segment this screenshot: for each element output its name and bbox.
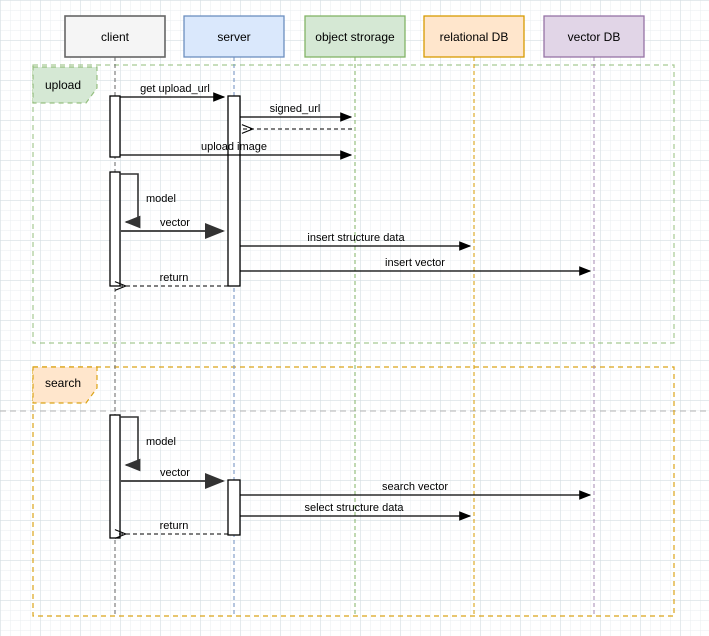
actor-relational-db-box[interactable] [423,15,525,58]
frame-label-search-shape[interactable] [32,366,98,404]
actor-vector-db-label: vector DB [568,30,621,44]
msg-vector-label-upload: vector [160,217,190,229]
frame-label-upload-shape[interactable] [32,66,98,104]
actor-server-box[interactable] [183,15,285,58]
msg-select-structure-data-label: select structure data [304,502,404,514]
msg-return-label-upload: return [160,272,189,284]
actor-client-label: client [101,30,130,44]
actor-object-storage-label: object strorage [315,30,395,44]
actor-vector-db-box[interactable] [543,15,645,58]
msg-insert-structure-data-label: insert structure data [307,232,405,244]
msg-insert-vector-label: insert vector [385,257,445,269]
frame-upload[interactable] [32,64,675,344]
frame-search[interactable] [32,366,675,617]
msg-model-label-upload: model [146,193,176,205]
actor-object-storage[interactable]: object strorage [304,15,406,58]
actor-server-label: server [217,30,250,44]
msg-signed-url-label: signed_url [270,103,321,115]
msg-upload-image-label: upload image [201,141,267,153]
frame-label-search-text: search [45,376,81,390]
actor-server[interactable]: server [183,15,285,58]
activation-server-search[interactable] [227,479,241,536]
frame-label-upload-text: upload [45,78,81,92]
activation-server-upload[interactable] [227,95,241,287]
actor-vector-db[interactable]: vector DB [543,15,645,58]
msg-model-self-loop-search[interactable] [120,416,141,472]
msg-return-label-search: return [160,520,189,532]
actor-client-box[interactable] [64,15,166,58]
msg-get-upload-url-label: get upload_url [140,83,210,95]
actor-relational-db-label: relational DB [440,30,509,44]
actor-relational-db[interactable]: relational DB [423,15,525,58]
actor-client[interactable]: client [64,15,166,58]
msg-model-self-loop-upload[interactable] [120,173,141,229]
frame-label-upload[interactable]: upload [32,66,98,104]
activation-client-upload-1[interactable] [109,95,121,158]
msg-model-label-search: model [146,436,176,448]
frame-label-search[interactable]: search [32,366,98,404]
actor-object-storage-box[interactable] [304,15,406,58]
msg-search-vector-label: search vector [382,481,448,493]
activation-client-search[interactable] [109,414,121,539]
activation-client-upload-2[interactable] [109,171,121,287]
msg-vector-label-search: vector [160,467,190,479]
